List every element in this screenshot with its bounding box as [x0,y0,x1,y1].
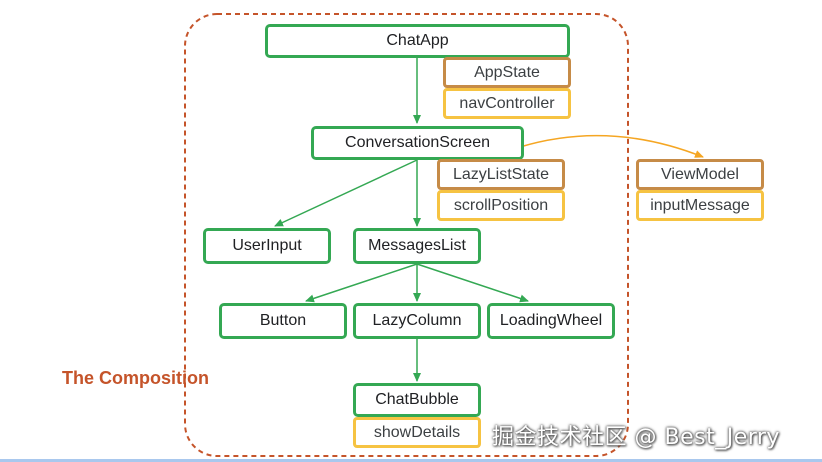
arrow-conversation-to-viewmodel [519,134,704,158]
arrow-conversation-to-userinput [274,159,418,227]
param-navcontroller: navController [443,88,571,119]
watermark: 掘金技术社区 @ Best_Jerry [492,425,780,450]
state-lazyliststate: LazyListState [437,159,565,190]
composition-boundary [184,13,629,457]
node-chatapp: ChatApp [265,24,570,58]
bottom-rule [0,459,822,462]
node-chatbubble: ChatBubble [353,383,481,417]
state-viewmodel: ViewModel [636,159,764,190]
param-inputmessage: inputMessage [636,190,764,221]
param-showdetails: showDetails [353,417,481,448]
node-lazycolumn: LazyColumn [353,303,481,339]
arrow-messageslist-to-loadingwheel [416,263,529,303]
node-conversationscreen: ConversationScreen [311,126,524,160]
state-appstate: AppState [443,57,571,88]
node-messageslist: MessagesList [353,228,481,264]
node-loadingwheel: LoadingWheel [487,303,615,339]
arrow-messageslist-to-button [305,263,418,303]
composition-label: The Composition [62,368,209,388]
node-button: Button [219,303,347,339]
param-scrollposition: scrollPosition [437,190,565,221]
node-userinput: UserInput [203,228,331,264]
